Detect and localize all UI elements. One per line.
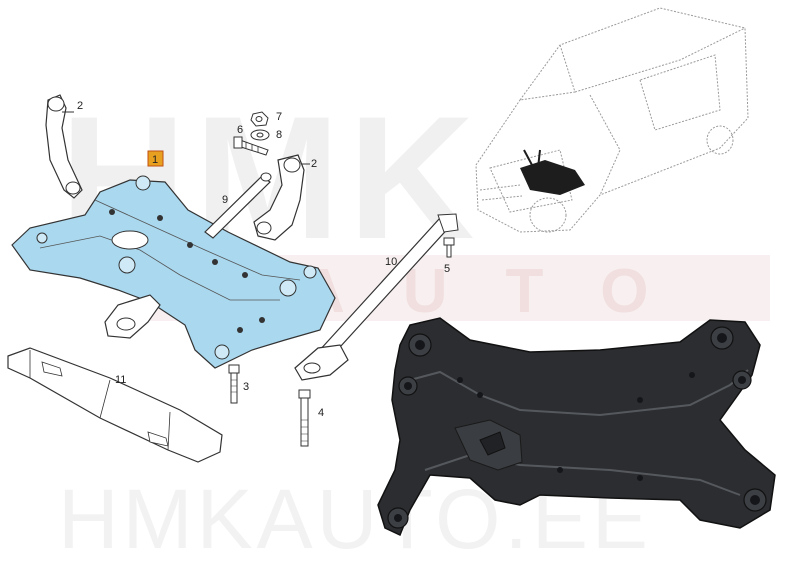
rear-bracket — [104, 294, 161, 339]
callout-2-left: 2 — [77, 100, 83, 112]
callout-6: 6 — [237, 124, 243, 136]
mount-bracket-right — [253, 154, 310, 241]
bolt-4 — [298, 389, 311, 447]
callout-5: 5 — [444, 263, 450, 275]
bolt-3 — [228, 364, 240, 404]
tie-bar-10 — [294, 213, 459, 381]
van-subframe-location — [520, 149, 585, 195]
bolt-5 — [443, 237, 455, 258]
callout-8: 8 — [276, 129, 282, 141]
van-sketch — [475, 7, 749, 233]
callout-11: 11 — [115, 374, 126, 386]
bolt-6 — [233, 136, 269, 156]
callout-3: 3 — [243, 381, 249, 393]
subframe-highlighted — [11, 175, 336, 369]
nut-7 — [250, 111, 269, 127]
washer-8 — [250, 129, 270, 141]
callout-1: 1 — [147, 150, 164, 167]
underbody-shield-11 — [7, 347, 223, 463]
callout-7: 7 — [276, 111, 282, 123]
strut-bar-9 — [204, 172, 272, 239]
subframe-photo — [377, 317, 776, 537]
callout-10: 10 — [385, 256, 397, 268]
mount-bracket-left — [45, 94, 83, 199]
callout-1-label: 1 — [152, 154, 158, 166]
callout-9: 9 — [222, 194, 228, 206]
callout-4: 4 — [318, 407, 324, 419]
callout-2-right: 2 — [311, 158, 317, 170]
